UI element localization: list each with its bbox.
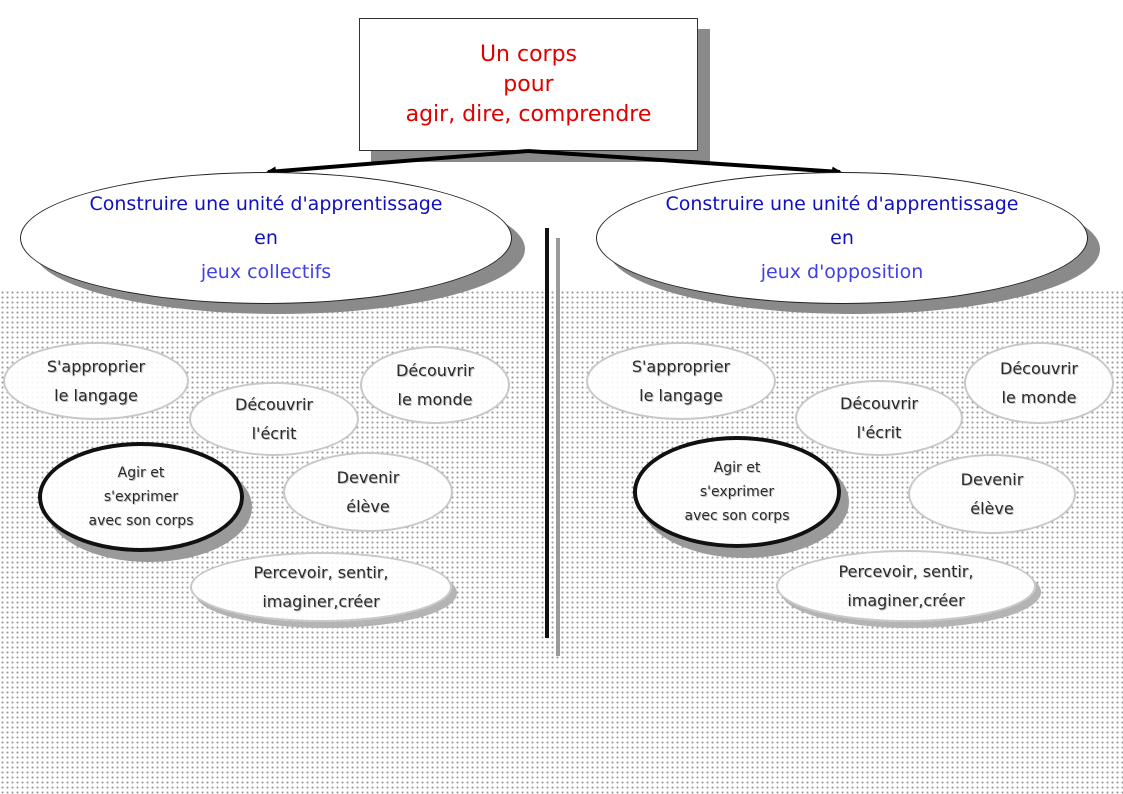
left-domain-eleve: Devenir élève <box>283 452 453 532</box>
right-domain-monde: Découvrir le monde <box>964 342 1114 424</box>
right-ecrit-line-2: l'écrit <box>856 423 902 442</box>
left-domain-langage: S'approprier le langage <box>3 342 189 420</box>
title-line-1: Un corps <box>479 41 578 67</box>
left-langage-line-1: S'approprier <box>46 357 146 376</box>
title-line-3: agir, dire, comprendre <box>405 101 652 127</box>
right-agir-line-2: s'exprimer <box>699 484 775 500</box>
left-ecrit-line-1: Découvrir <box>235 395 313 414</box>
right-domain-langage: S'approprier le langage <box>586 342 776 420</box>
title-line-2: pour <box>503 71 554 97</box>
left-agir-line-1: Agir et <box>117 465 165 481</box>
left-heading-ellipse: Construire une unité d'apprentissage en … <box>20 172 512 304</box>
arrow-right <box>527 149 842 177</box>
right-monde-line-1: Découvrir <box>1000 359 1078 378</box>
right-eleve-line-2: élève <box>970 499 1014 518</box>
left-heading-line-2: en <box>254 227 278 249</box>
left-agir-line-2: s'exprimer <box>103 489 179 505</box>
right-langage-line-1: S'approprier <box>631 357 731 376</box>
right-domain-ecrit: Découvrir l'écrit <box>795 380 963 456</box>
right-heading-line-1: Construire une unité d'apprentissage <box>665 193 1019 215</box>
left-monde-line-2: le monde <box>397 390 473 409</box>
left-eleve-line-2: élève <box>346 497 390 516</box>
left-percevoir-line-2: imaginer,créer <box>262 592 380 611</box>
title-box: Un corps pour agir, dire, comprendre <box>359 18 698 151</box>
right-percevoir-line-2: imaginer,créer <box>847 591 965 610</box>
left-heading-line-3: jeux collectifs <box>200 261 332 283</box>
right-domain-percevoir: Percevoir, sentir, imaginer,créer <box>776 550 1036 622</box>
right-heading-ellipse: Construire une unité d'apprentissage en … <box>596 172 1088 304</box>
right-eleve-line-1: Devenir <box>960 470 1024 489</box>
left-domain-monde: Découvrir le monde <box>360 346 510 424</box>
center-divider-shadow <box>556 238 560 656</box>
arrow-left <box>266 149 529 177</box>
right-heading-line-2: en <box>830 227 854 249</box>
right-domain-eleve: Devenir élève <box>908 454 1076 534</box>
center-divider <box>545 228 549 638</box>
left-percevoir-line-1: Percevoir, sentir, <box>253 563 389 582</box>
left-ecrit-line-2: l'écrit <box>251 424 297 443</box>
right-monde-line-2: le monde <box>1001 388 1077 407</box>
right-agir-line-3: avec son corps <box>684 508 790 524</box>
right-langage-line-2: le langage <box>639 386 723 405</box>
left-heading-line-1: Construire une unité d'apprentissage <box>89 193 443 215</box>
left-domain-percevoir: Percevoir, sentir, imaginer,créer <box>190 552 452 622</box>
right-ecrit-line-1: Découvrir <box>840 394 918 413</box>
right-agir-line-1: Agir et <box>713 460 761 476</box>
left-langage-line-2: le langage <box>54 386 138 405</box>
left-domain-ecrit: Découvrir l'écrit <box>189 382 359 456</box>
right-heading-line-3: jeux d'opposition <box>760 261 924 283</box>
left-monde-line-1: Découvrir <box>396 361 474 380</box>
right-percevoir-line-1: Percevoir, sentir, <box>838 562 974 581</box>
left-eleve-line-1: Devenir <box>336 468 400 487</box>
left-domain-agir: Agir et s'exprimer avec son corps <box>38 442 244 552</box>
left-agir-line-3: avec son corps <box>88 513 194 529</box>
right-domain-agir: Agir et s'exprimer avec son corps <box>633 436 841 548</box>
